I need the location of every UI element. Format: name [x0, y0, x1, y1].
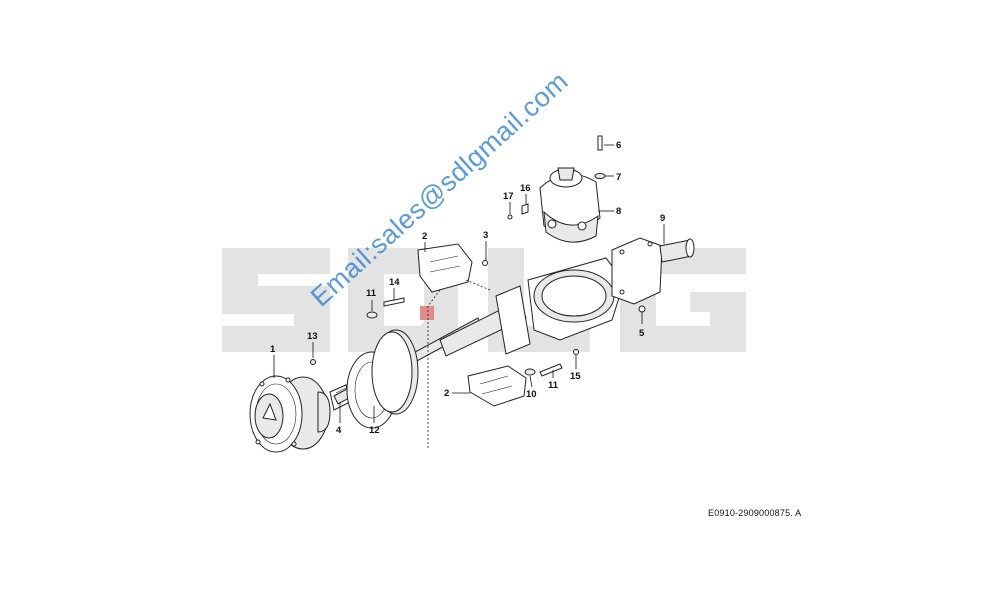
callout-13: 13 — [307, 331, 318, 342]
brake-caliper-upper — [417, 243, 491, 307]
callout-8: 8 — [616, 206, 621, 217]
callout-2-lower: 2 — [444, 388, 449, 399]
callout-15: 15 — [570, 371, 581, 382]
callout-7: 7 — [616, 172, 621, 183]
callout-14: 14 — [389, 277, 400, 288]
callout-17: 17 — [503, 191, 514, 202]
callout-labels: 1 2 2 3 4 5 6 7 8 9 10 11 11 12 13 14 15… — [270, 140, 665, 436]
small-hardware — [310, 135, 646, 377]
final-drive-hub — [249, 375, 331, 453]
callout-16: 16 — [520, 183, 531, 194]
callout-1: 1 — [270, 344, 276, 355]
callout-6: 6 — [616, 140, 621, 151]
callout-10: 10 — [526, 389, 537, 400]
callout-9: 9 — [660, 213, 665, 224]
leader-lines — [273, 144, 665, 423]
callout-11-lower: 11 — [548, 380, 559, 391]
callout-5: 5 — [639, 328, 645, 339]
axle-housing — [439, 237, 695, 357]
callout-11-upper: 11 — [366, 288, 377, 299]
callout-4: 4 — [336, 425, 342, 436]
differential — [539, 167, 601, 243]
callout-2-upper: 2 — [422, 231, 427, 242]
brake-caliper-lower — [467, 365, 527, 407]
callout-3: 3 — [483, 230, 488, 241]
callout-12: 12 — [369, 425, 380, 436]
drawing-code: E0910-2909000875. A — [708, 508, 802, 518]
brake-disc — [346, 329, 419, 429]
